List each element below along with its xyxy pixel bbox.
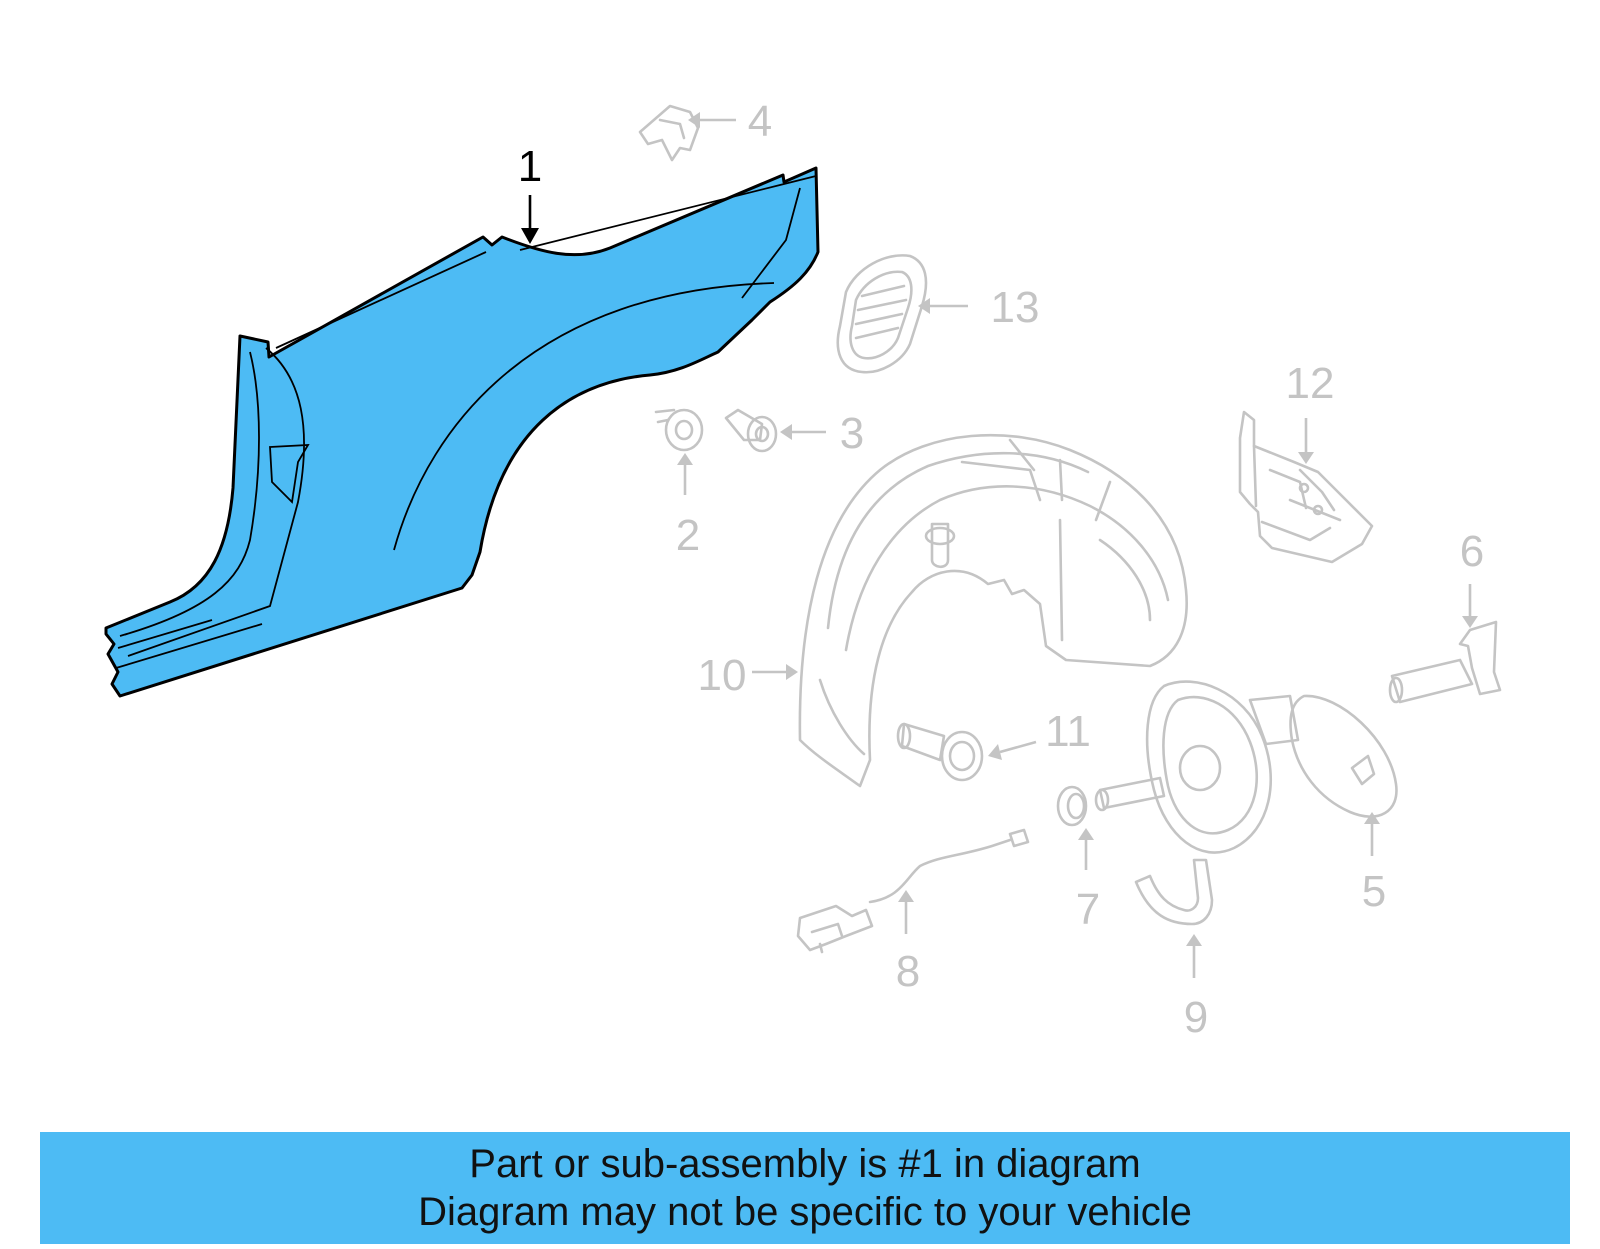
part-13-vent[interactable] [836,254,928,374]
panel-body-crease [393,282,775,551]
callout-12[interactable]: 12 [1286,359,1335,464]
part-6-stud[interactable] [1388,620,1502,704]
callout-9-number: 9 [1184,993,1208,1042]
callout-9[interactable]: 9 [1184,934,1208,1042]
part-10-liner[interactable] [798,433,1188,788]
callout-11[interactable]: 11 [988,707,1091,760]
part-9-hose[interactable] [1134,858,1214,926]
part-2-clip[interactable] [654,408,704,452]
banner-line-1: Part or sub-assembly is #1 in diagram [469,1142,1141,1186]
callout-2-number: 2 [676,511,700,560]
part-12-hinge[interactable] [1238,410,1374,564]
callout-8[interactable]: 8 [896,890,920,996]
callout-1-arrowhead [521,228,539,244]
callout-13-number: 13 [991,283,1040,332]
part-5-fuel-door[interactable] [1094,680,1398,854]
callout-5-number: 5 [1362,867,1386,916]
part-7-grommet[interactable] [1056,785,1088,827]
callout-12-number: 12 [1286,359,1335,408]
panel-top-crease [275,175,817,349]
part-1-quarter-panel[interactable] [104,166,820,698]
callout-10-number: 10 [698,651,747,700]
info-banner: Part or sub-assembly is #1 in diagram Di… [40,1132,1570,1244]
banner-line-2: Diagram may not be specific to your vehi… [418,1190,1192,1234]
callout-2[interactable]: 2 [676,453,700,560]
part-8-harness[interactable] [796,828,1030,954]
callout-11-number: 11 [1045,707,1091,756]
callout-4-number: 4 [748,97,772,146]
part-11-bolt[interactable] [896,722,984,782]
callout-3[interactable]: 3 [780,409,864,458]
panel-side-notch [269,444,310,504]
callout-1-number: 1 [518,142,542,191]
quarter-panel-shape [104,166,820,698]
callout-6-number: 6 [1460,527,1484,576]
callout-8-number: 8 [896,947,920,996]
part-4-bracket[interactable] [638,104,700,162]
callout-1[interactable]: 1 [518,142,542,244]
callout-10[interactable]: 10 [698,651,798,700]
callout-7-number: 7 [1076,885,1100,934]
part-3-pushclip[interactable] [724,408,778,453]
callout-6[interactable]: 6 [1460,527,1484,628]
panel-inner-pillar-2 [119,351,260,637]
callout-4[interactable]: 4 [688,97,772,146]
panel-inner-pillar [127,347,305,657]
callout-3-number: 3 [840,409,864,458]
panel-rocker-lines [115,619,263,669]
callout-7[interactable]: 7 [1076,828,1100,934]
callout-13[interactable]: 13 [918,283,1039,332]
callout-5[interactable]: 5 [1362,812,1386,916]
